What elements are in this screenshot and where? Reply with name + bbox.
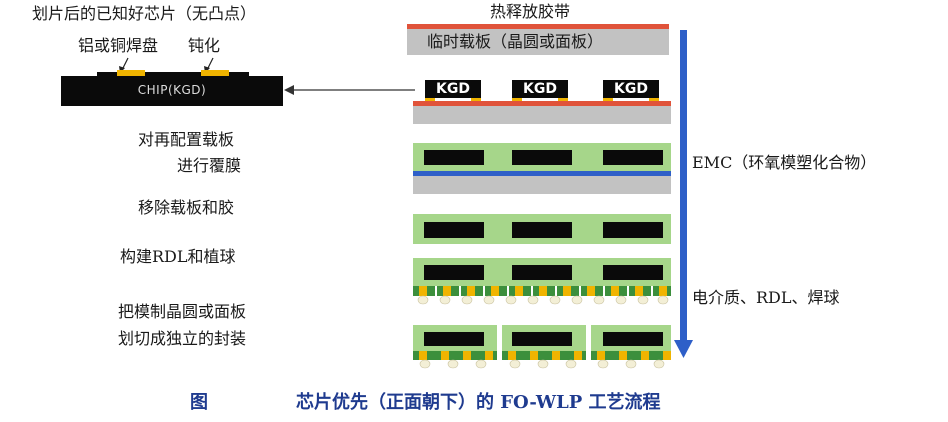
molded-chip-3b	[512, 150, 572, 165]
pad-label: 铝或铜焊盘	[78, 36, 159, 55]
package-chip-1	[424, 332, 484, 346]
emc-label: EMC（环氧模塑化合物）	[692, 153, 877, 172]
rdl-chip-5b	[512, 265, 572, 280]
molded-chip-4b	[512, 222, 572, 238]
diced-chip-label: 划片后的已知好芯片（无凸点）	[32, 4, 257, 23]
molded-chip-3c	[603, 150, 663, 165]
carrier-layer-1	[407, 29, 669, 55]
step1-line2: 进行覆膜	[177, 156, 242, 175]
kgd-chip-1: KGD	[425, 80, 481, 98]
caption-prefix: 图	[190, 392, 208, 413]
passivation-label: 钝化	[188, 36, 221, 55]
process-flow-arrow	[674, 30, 693, 358]
carrier-layer-2	[413, 106, 671, 124]
pointer-arrow	[284, 85, 415, 95]
right-pad	[201, 70, 229, 76]
step3-label: 构建RDL和植球	[120, 247, 236, 266]
kgd-chip-3: KGD	[603, 80, 659, 98]
passivation-3	[229, 72, 249, 76]
chip-detail-arrows	[119, 57, 214, 73]
package-chip-3	[603, 332, 663, 346]
tape-layer-1	[407, 24, 669, 29]
step4-line1: 把模制晶圆或面板	[118, 302, 247, 321]
passivation-2	[145, 72, 201, 76]
step1-line1: 对再配置载板	[138, 130, 235, 149]
package-rdl-3	[591, 351, 671, 360]
rdl-chip-5c	[603, 265, 663, 280]
solder-balls-6	[419, 359, 665, 369]
molded-chip-4c	[603, 222, 663, 238]
passivation-1	[97, 72, 117, 76]
kgd-pads	[425, 98, 659, 101]
layers-label: 电介质、RDL、焊球	[692, 288, 840, 307]
rdl-layer-5	[413, 286, 671, 296]
step2-label: 移除载板和胶	[138, 198, 235, 217]
tape-layer-3	[413, 171, 671, 176]
rdl-chip-5a	[424, 265, 484, 280]
package-rdl-1	[413, 351, 497, 360]
tape-layer-2	[413, 101, 671, 106]
left-pad	[117, 70, 145, 76]
package-rdl-2	[502, 351, 586, 360]
solder-balls-5	[417, 295, 669, 305]
tape-label: 热释放胶带	[490, 2, 571, 21]
step4-line2: 划切成独立的封装	[118, 329, 247, 348]
chip-kgd: CHIP(KGD)	[61, 70, 283, 106]
caption-title: 芯片优先（正面朝下）的 FO-WLP 工艺流程	[296, 392, 661, 413]
carrier-label: 临时载板（晶圆或面板）	[427, 32, 604, 51]
molded-chip-3a	[424, 150, 484, 165]
kgd-chip-2: KGD	[512, 80, 568, 98]
chip-text: CHIP(KGD)	[137, 83, 207, 97]
package-chip-2	[512, 332, 572, 346]
molded-chip-4a	[424, 222, 484, 238]
carrier-layer-3	[413, 176, 671, 194]
